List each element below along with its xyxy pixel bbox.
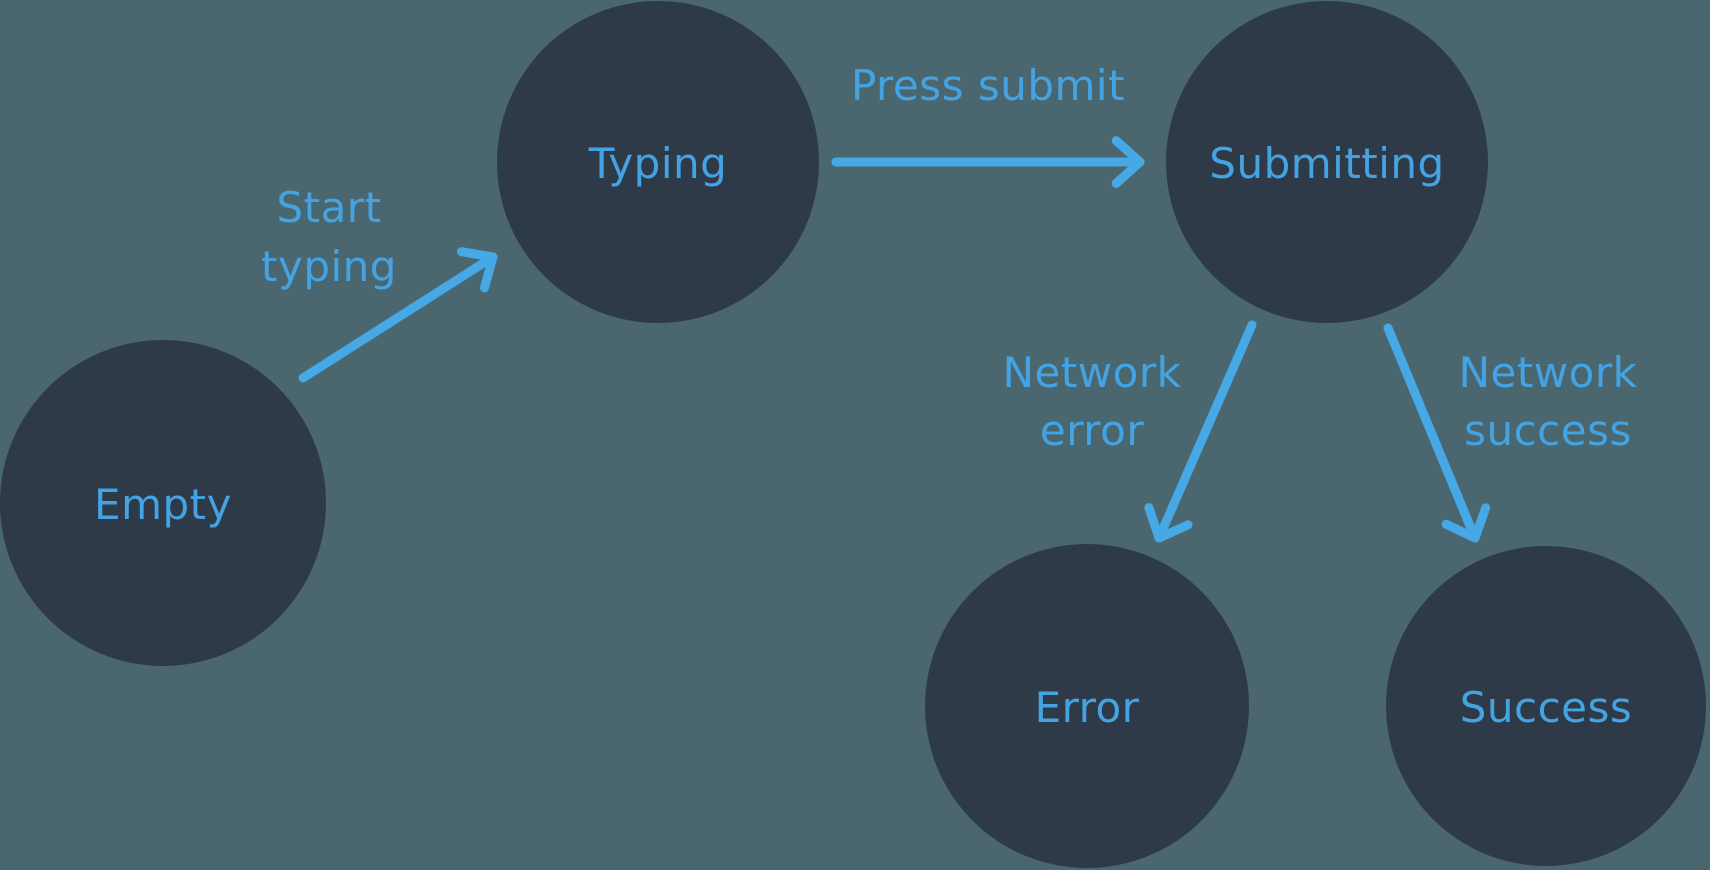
state-node-empty-label: Empty bbox=[94, 480, 232, 529]
state-node-typing-label: Typing bbox=[588, 139, 728, 188]
state-node-empty-circle bbox=[0, 340, 326, 666]
state-node-success: Success bbox=[1386, 546, 1706, 866]
state-node-typing-circle bbox=[497, 1, 819, 323]
arrowhead-icon bbox=[1144, 503, 1193, 543]
state-node-success-label: Success bbox=[1460, 683, 1633, 732]
transition-submitting-error-label-line1: Network bbox=[1003, 348, 1182, 397]
arrowhead-icon bbox=[456, 247, 498, 293]
transition-empty-typing-label-line2: typing bbox=[261, 242, 397, 291]
state-node-error-label: Error bbox=[1035, 683, 1140, 732]
transition-submitting-success-line bbox=[1383, 323, 1480, 543]
transition-submitting-error-label-line2: error bbox=[1040, 406, 1144, 455]
transition-submitting-error-line bbox=[1154, 320, 1257, 543]
state-node-submitting-label: Submitting bbox=[1209, 139, 1444, 188]
state-node-error: Error bbox=[925, 544, 1249, 868]
transition-typing-submitting-label: Press submit bbox=[851, 61, 1125, 110]
state-node-success-circle bbox=[1386, 546, 1706, 866]
transition-empty-typing-label-line1: Start bbox=[276, 183, 381, 232]
transition-submitting-success-label-line1: Network bbox=[1459, 348, 1638, 397]
arrowhead-icon bbox=[1111, 136, 1145, 188]
state-node-error-circle bbox=[925, 544, 1249, 868]
transition-empty-typing-line bbox=[298, 252, 498, 383]
state-node-typing: Typing bbox=[497, 1, 819, 323]
transition-submitting-success: Network success bbox=[1383, 323, 1638, 543]
state-node-submitting: Submitting bbox=[1166, 1, 1488, 323]
arrowhead-icon bbox=[1441, 503, 1491, 543]
transition-submitting-success-label-line2: success bbox=[1464, 406, 1632, 455]
state-node-empty: Empty bbox=[0, 340, 326, 666]
transition-empty-typing: Start typing bbox=[261, 183, 498, 383]
transition-submitting-error: Network error bbox=[1003, 320, 1257, 543]
state-node-submitting-circle bbox=[1166, 1, 1488, 323]
transition-typing-submitting: Press submit bbox=[831, 61, 1145, 188]
